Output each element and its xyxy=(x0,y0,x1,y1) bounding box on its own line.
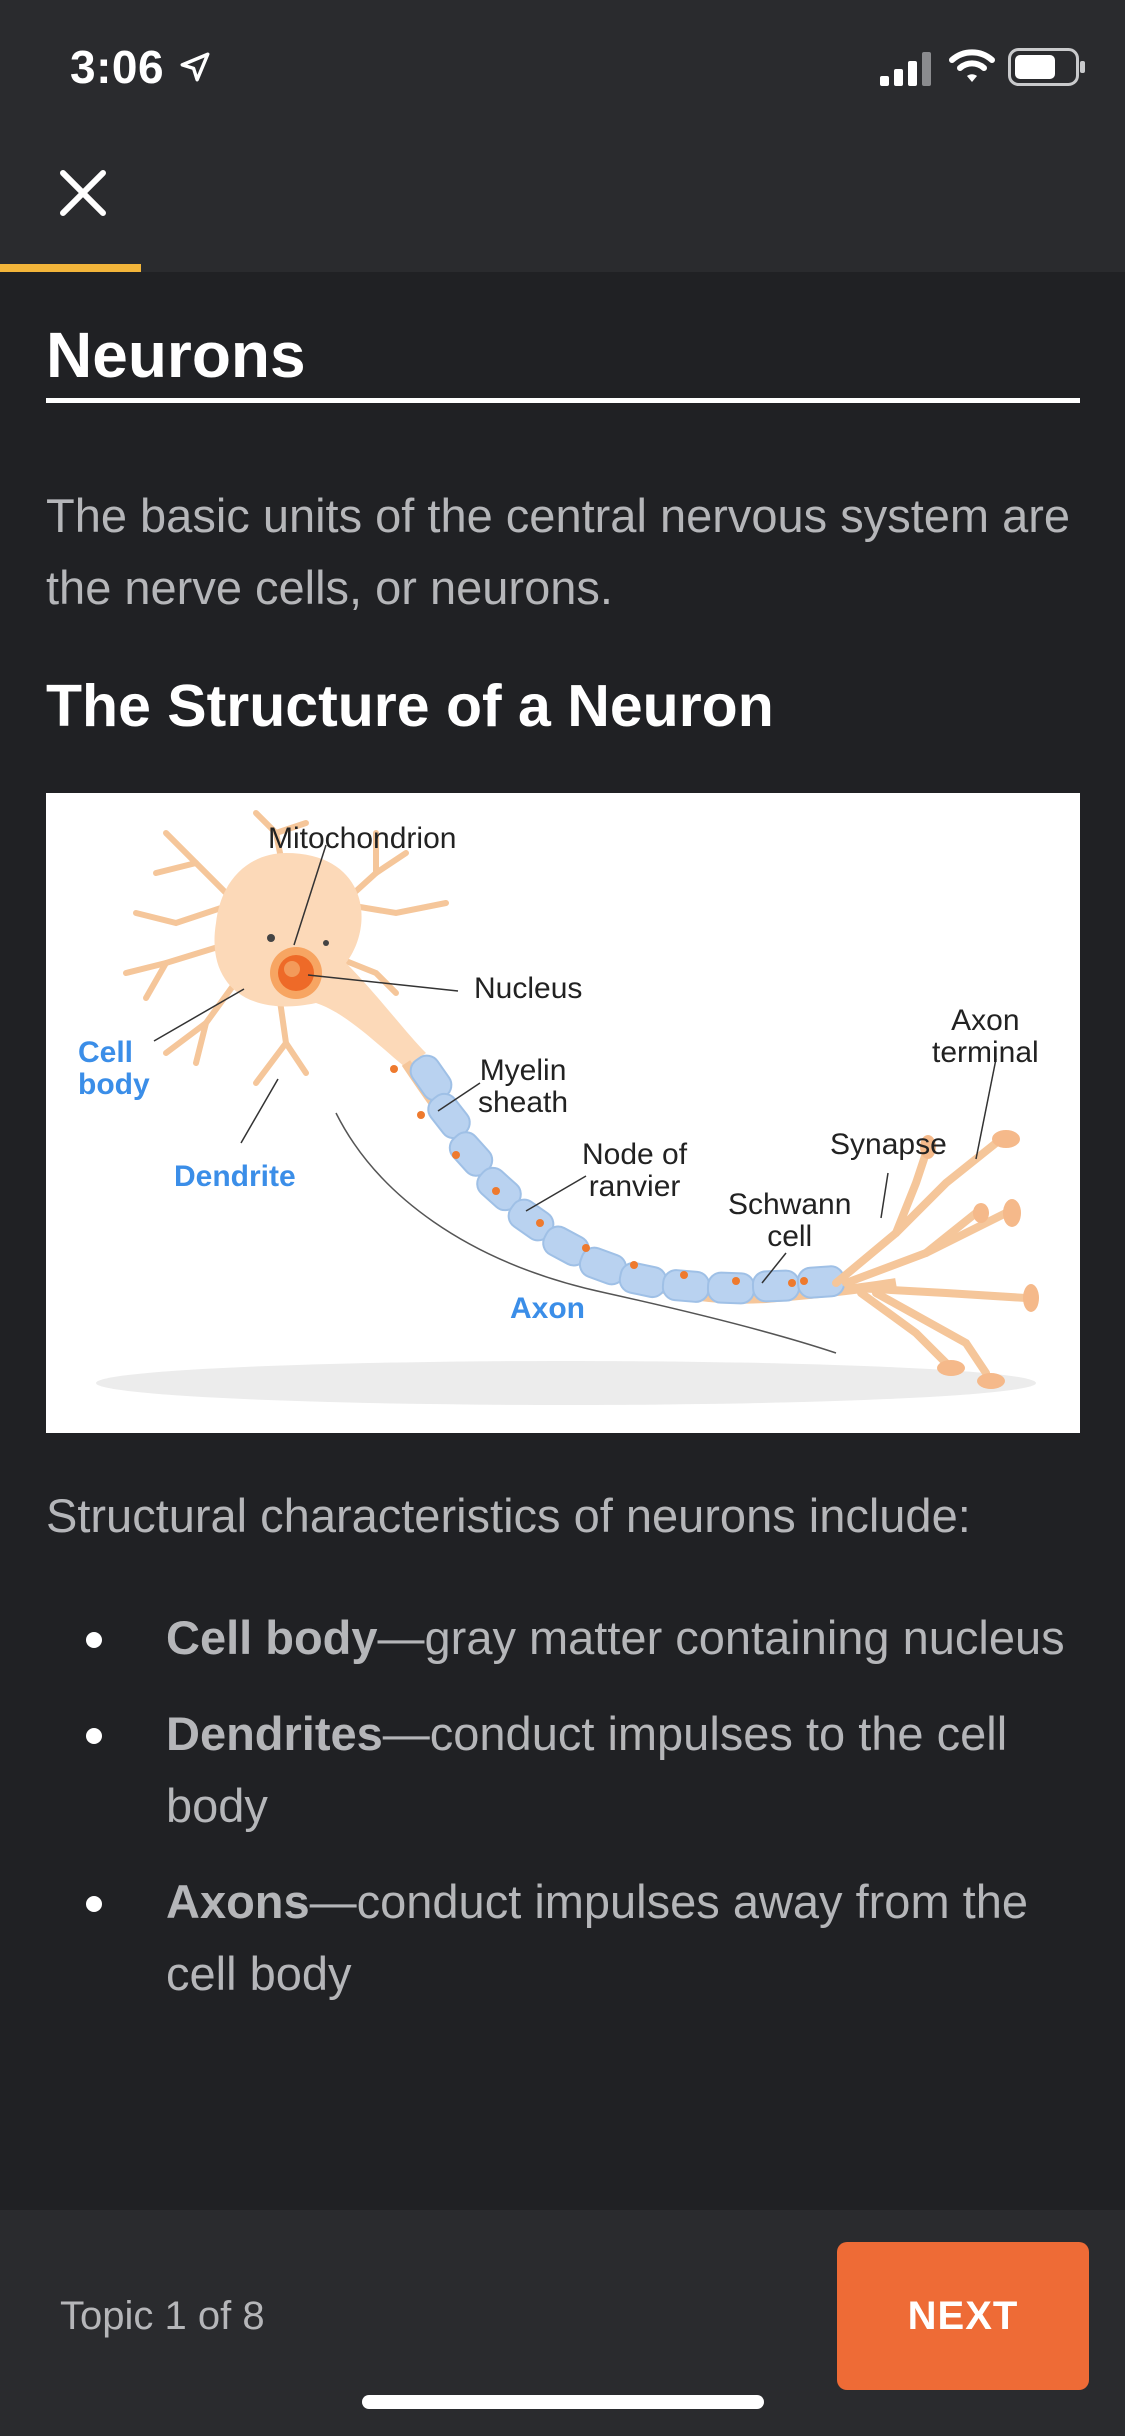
top-bar: 3:06 xyxy=(0,0,1125,272)
section-heading: The Structure of a Neuron xyxy=(46,673,774,739)
page-title: Neurons xyxy=(46,319,306,391)
status-time: 3:06 xyxy=(70,41,165,93)
bullet-dot xyxy=(86,1632,102,1648)
label-node-of-ranvier: Node of ranvier xyxy=(582,1138,688,1203)
label-myelin-sheath: Myelin sheath xyxy=(478,1054,569,1119)
bullet-desc: —conduct impulses to the cell body xyxy=(166,1707,1008,1832)
signal-icon xyxy=(880,52,931,86)
topic-counter: Topic 1 of 8 xyxy=(60,2294,265,2338)
location-arrow-icon xyxy=(180,52,210,82)
structural-intro: Structural characteristics of neurons in… xyxy=(46,1489,971,1542)
label-nucleus: Nucleus xyxy=(474,972,583,1005)
bullet-term: Dendrites xyxy=(166,1707,383,1760)
lesson-progress-bar xyxy=(0,264,1125,272)
battery-icon xyxy=(1008,48,1085,86)
list-item: Cell body—gray matter containing nucleus xyxy=(46,1602,1086,1674)
wifi-icon xyxy=(949,49,995,82)
home-indicator[interactable] xyxy=(362,2395,764,2409)
label-cell-body: Cell body xyxy=(78,1036,150,1101)
bullet-dot xyxy=(86,1896,102,1912)
bullet-dot xyxy=(86,1728,102,1744)
close-icon xyxy=(60,170,106,216)
bullet-desc: —conduct impulses away from the cell bod… xyxy=(166,1875,1028,2000)
label-synapse: Synapse xyxy=(830,1128,947,1161)
list-item: Dendrites—conduct impulses to the cell b… xyxy=(46,1698,1086,1842)
title-divider xyxy=(46,398,1080,403)
label-mitochondrion: Mitochondrion xyxy=(268,822,457,855)
intro-paragraph: The basic units of the central nervous s… xyxy=(46,489,1071,614)
bullet-desc: —gray matter containing nucleus xyxy=(377,1611,1065,1664)
label-dendrite: Dendrite xyxy=(174,1160,296,1193)
characteristics-list: Cell body—gray matter containing nucleus… xyxy=(46,1602,1086,2034)
label-axon: Axon xyxy=(510,1292,585,1325)
close-button[interactable] xyxy=(52,162,114,224)
next-button[interactable]: NEXT xyxy=(837,2242,1089,2390)
neuron-illustration xyxy=(96,810,1039,1405)
label-schwann-cell: Schwann cell xyxy=(728,1188,852,1253)
neuron-diagram: Mitochondrion Nucleus Cell body Myelin s… xyxy=(46,793,1080,1433)
lesson-progress-fill xyxy=(0,264,141,272)
label-axon-terminal: Axon terminal xyxy=(932,1004,1039,1069)
bullet-term: Axons xyxy=(166,1875,310,1928)
list-item: Axons—conduct impulses away from the cel… xyxy=(46,1866,1086,2010)
bullet-term: Cell body xyxy=(166,1611,378,1664)
